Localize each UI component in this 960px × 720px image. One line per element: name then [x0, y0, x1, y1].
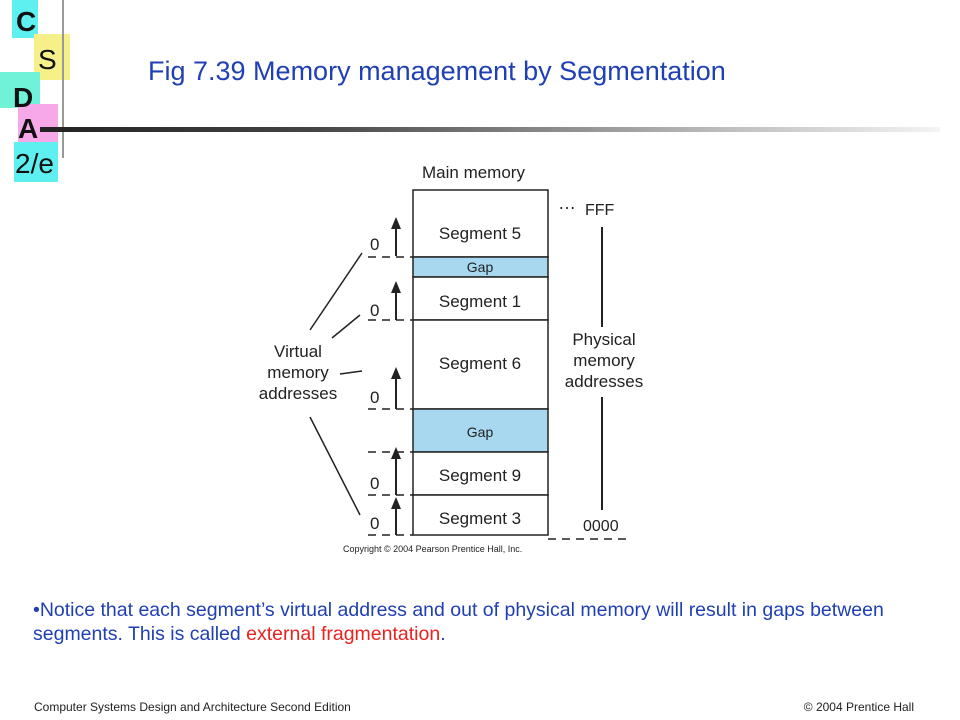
- segment-label: Segment 1: [439, 292, 521, 311]
- logo-letter-a: A: [18, 113, 39, 144]
- logo-cyan-block-3: [14, 142, 58, 182]
- arrow-head: [391, 447, 401, 459]
- virtual-pointer-lines: [309, 252, 363, 516]
- pointer-line: [309, 252, 363, 331]
- gap-label: Gap: [467, 259, 494, 275]
- virtual-label-line-2: memory: [267, 363, 329, 382]
- segmentation-figure: Main memory Segment 5 Gap Segment 1 Segm…: [259, 163, 643, 554]
- segment-label: Segment 5: [439, 224, 521, 243]
- arrow-head: [391, 367, 401, 379]
- gap-label: Gap: [467, 424, 494, 440]
- footer-left: Computer Systems Design and Architecture…: [34, 700, 351, 714]
- logo-letter-c: C: [16, 6, 37, 37]
- virtual-zero: 0: [370, 301, 379, 320]
- arrow-head: [391, 217, 401, 229]
- arrow-heads: [391, 217, 401, 509]
- virtual-zero: 0: [370, 474, 379, 493]
- logo-cyan-block-2: [0, 72, 40, 108]
- note-paragraph: •Notice that each segment’s virtual addr…: [33, 598, 933, 646]
- pointer-line: [309, 416, 361, 516]
- ellipsis: …: [558, 193, 576, 213]
- virtual-label-line-3: addresses: [259, 384, 337, 403]
- virtual-zero: 0: [370, 514, 379, 533]
- arrow-head: [391, 497, 401, 509]
- zero-address-label: 0000: [583, 518, 619, 535]
- note-highlight: external fragmentation: [246, 623, 441, 645]
- logo-edition: 2/e: [15, 148, 54, 179]
- segment-label: Segment 9: [439, 466, 521, 485]
- note-text-end: .: [440, 623, 446, 645]
- physical-label-line-1: Physical: [572, 330, 635, 349]
- segment-9-block: [412, 451, 549, 496]
- figure-copyright: Copyright © 2004 Pearson Prentice Hall, …: [343, 544, 522, 554]
- segment-label: Segment 6: [439, 354, 521, 373]
- segment-6-block: [412, 319, 549, 410]
- logo-pink-block: [18, 104, 58, 146]
- pointer-line: [339, 370, 363, 375]
- segment-1-block: [412, 276, 549, 321]
- virtual-dash-lines: [368, 256, 630, 540]
- fff-label: FFF: [585, 202, 615, 219]
- logo-yellow-block: [34, 34, 70, 80]
- logo-cyan-block-1: [12, 0, 38, 38]
- segment-3-block: [412, 494, 549, 536]
- logo-divider: [62, 0, 64, 158]
- physical-label-line-3: addresses: [565, 372, 643, 391]
- footer-right: © 2004 Prentice Hall: [803, 700, 914, 714]
- logo-letter-d: D: [13, 82, 34, 113]
- virtual-zero: 0: [370, 388, 379, 407]
- virtual-label-line-1: Virtual: [274, 342, 322, 361]
- slide-title: Fig 7.39 Memory management by Segmentati…: [148, 56, 726, 86]
- virtual-zero: 0: [370, 235, 379, 254]
- pointer-line: [331, 314, 361, 339]
- note-text: Notice that each segment’s virtual addre…: [33, 599, 884, 645]
- memory-column: Segment 5 Gap Segment 1 Segment 6 Gap Se…: [412, 189, 549, 536]
- arrow-head: [391, 281, 401, 293]
- physical-label-line-2: memory: [573, 351, 635, 370]
- bullet: •: [33, 599, 40, 621]
- segment-label: Segment 3: [439, 509, 521, 528]
- logo-letter-s: S: [38, 44, 57, 75]
- main-memory-label: Main memory: [422, 163, 525, 182]
- title-underline: [40, 127, 940, 132]
